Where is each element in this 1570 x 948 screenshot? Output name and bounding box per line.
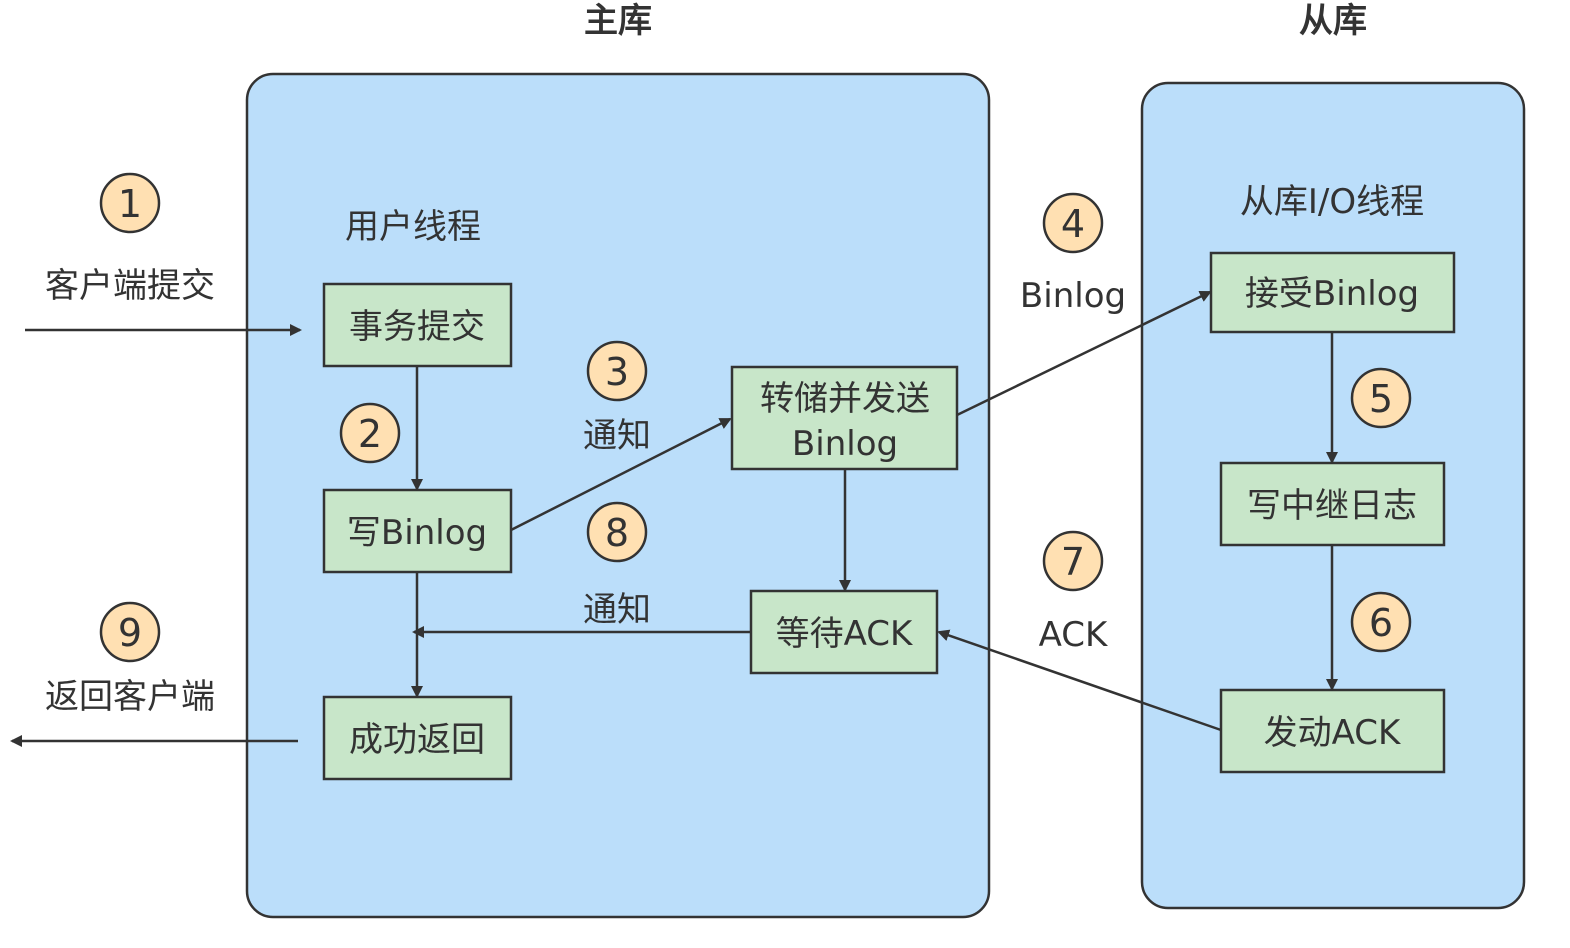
step-marker-3: 3 [586,340,648,402]
receive-binlog-box [1209,251,1456,334]
write-binlog-box [322,488,513,574]
receive-binlog-box-label: 接受Binlog [1245,274,1419,314]
step-number-1: 1 [118,182,142,226]
dump-send-box-label-line1: 转储并发送 [760,379,930,419]
step-number-3: 3 [605,350,629,394]
wait-ack-box-label: 等待ACK [776,614,914,654]
binlog-notify-dump-arrow [510,417,732,532]
send-ack-box-label: 发动ACK [1264,713,1402,753]
wait-ack-box [749,589,939,675]
success-return-box [322,695,513,781]
step-marker-6: 6 [1350,591,1412,653]
master-title: 主库 [584,1,652,41]
step-number-7: 7 [1061,540,1085,584]
step-marker-9: 9 [99,601,161,663]
ack-transfer-label: ACK [1039,615,1109,655]
step-marker-4: 4 [1042,192,1104,254]
dump-send-box [730,365,959,471]
success-return-box-label: 成功返回 [349,720,485,760]
step-marker-7: 7 [1042,530,1104,592]
notify-label-3: 通知 [583,416,651,456]
binlog-transfer-label: Binlog [1020,276,1126,316]
write-relay-log-box [1219,461,1446,547]
commit-box-label: 事务提交 [349,307,485,347]
step-marker-8: 8 [586,501,648,563]
binlog-transfer-arrow [956,290,1212,417]
step-marker-5: 5 [1350,367,1412,429]
client-commit-label: 客户端提交 [45,266,215,306]
step-number-5: 5 [1369,377,1393,421]
step-number-4: 4 [1061,202,1085,246]
user-thread-label: 用户线程 [345,207,481,247]
step-number-8: 8 [605,511,629,555]
return-client-label: 返回客户端 [45,677,215,717]
send-ack-box [1219,688,1446,774]
slave-title: 从库 [1299,1,1367,41]
step-number-9: 9 [118,611,142,655]
write-binlog-box-label: 写Binlog [347,513,487,553]
step-marker-1: 1 [99,172,161,234]
slave-io-thread-label: 从库I/O线程 [1240,182,1424,222]
dump-send-box-label-line2: Binlog [792,424,898,464]
write-relay-log-box-label: 写中继日志 [1247,486,1417,526]
ack-transfer-arrow [937,629,1222,732]
step-number-6: 6 [1369,601,1393,645]
step-number-2: 2 [358,412,382,456]
notify-label-8: 通知 [583,590,651,630]
step-marker-2: 2 [339,402,401,464]
